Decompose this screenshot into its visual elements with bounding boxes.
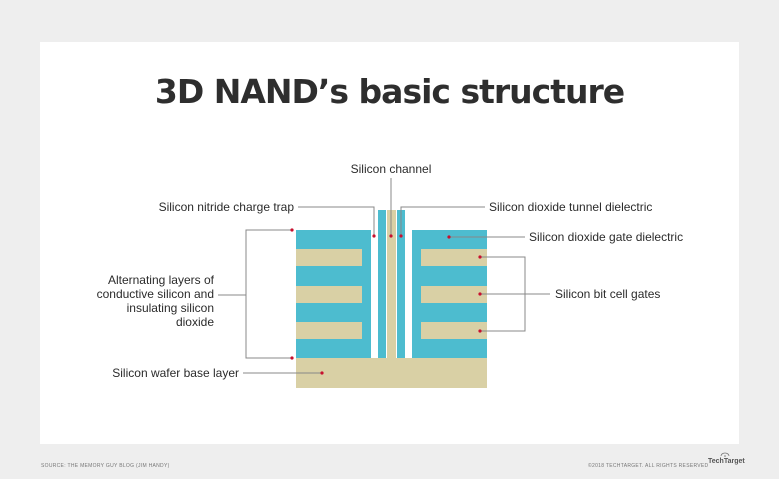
leader-nitride-trap: [298, 206, 375, 236]
label-gate-dielectric: Silicon dioxide gate dielectric: [529, 230, 684, 244]
marker-dot: [320, 371, 324, 375]
right-gate-layer: [421, 322, 487, 339]
marker-dot: [478, 255, 482, 259]
marker-dot: [447, 235, 451, 239]
label-alternating-layers: Alternating layers of conductive silicon…: [96, 273, 214, 329]
marker-dot: [478, 292, 482, 296]
tunnel-dielectric-right: [397, 210, 405, 358]
label-nitride-charge-trap: Silicon nitride charge trap: [158, 200, 294, 214]
left-gate-layer: [296, 286, 362, 303]
marker-dot: [399, 234, 403, 238]
marker-dot: [478, 329, 482, 333]
marker-dot: [372, 234, 376, 238]
left-gate-layer: [296, 322, 362, 339]
techtarget-logo: TechTarget: [708, 458, 745, 465]
diagram-title: 3D NAND’s basic structure: [154, 72, 625, 111]
silicon-channel: [387, 210, 396, 358]
left-gate-layer: [296, 249, 362, 266]
label-bit-cell-gates: Silicon bit cell gates: [555, 287, 661, 301]
techtarget-logo-icon: [720, 452, 730, 457]
label-tunnel-dielectric: Silicon dioxide tunnel dielectric: [489, 200, 653, 214]
footer-copyright: ©2018 TECHTARGET. ALL RIGHTS RESERVED: [588, 463, 709, 469]
right-gate-layer: [421, 249, 487, 266]
leader-lines: [218, 178, 550, 374]
label-wafer-base: Silicon wafer base layer: [112, 366, 239, 380]
footer-source: SOURCE: THE MEMORY GUY BLOG (JIM HANDY): [41, 463, 170, 469]
wafer-base-layer: [296, 358, 487, 388]
label-silicon-channel: Silicon channel: [350, 162, 432, 176]
leader-alternating-layers: [245, 229, 292, 359]
tunnel-dielectric-left: [378, 210, 386, 358]
marker-dots: [290, 228, 482, 375]
marker-dot: [389, 234, 393, 238]
right-gate-layer: [421, 286, 487, 303]
marker-dot: [290, 228, 294, 232]
marker-dot: [290, 356, 294, 360]
leader-tunnel-dielectric: [400, 206, 485, 236]
